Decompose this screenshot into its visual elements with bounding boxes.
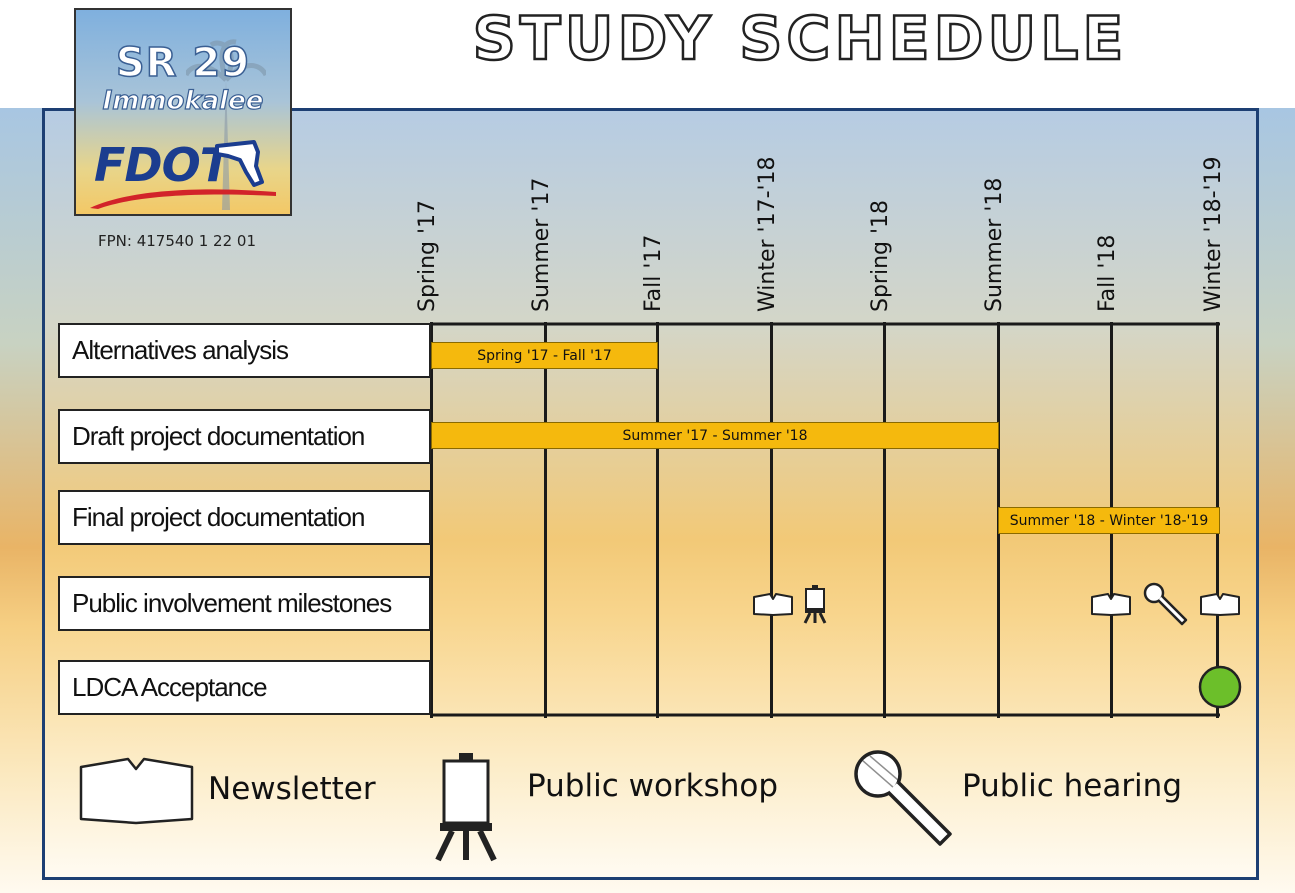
period-label: Summer '18 (982, 177, 1007, 312)
fpn-number: FPN: 417540 1 22 01 (98, 232, 256, 250)
timeline-bottom-rule (430, 713, 1220, 717)
bar-draft-documentation: Summer '17 - Summer '18 (431, 422, 999, 449)
period-gridline (656, 322, 659, 718)
row-label-public-involvement: Public involvement milestones (58, 576, 431, 631)
period-gridline (430, 322, 433, 718)
period-label: Fall '18 (1095, 234, 1120, 312)
row-label-final-documentation: Final project documentation (58, 490, 431, 545)
row-label-draft-documentation: Draft project documentation (58, 409, 431, 464)
timeline-top-rule (430, 322, 1220, 326)
period-gridline (544, 322, 547, 718)
bar-alternatives-analysis: Spring '17 - Fall '17 (431, 342, 658, 369)
sr29-fdot-logo: SR 29 Immokalee FDOT (74, 8, 292, 216)
legend-workshop-label: Public workshop (527, 768, 779, 804)
bar-final-documentation: Summer '18 - Winter '18-'19 (998, 507, 1220, 534)
ldca-acceptance-marker (1198, 665, 1242, 709)
period-label: Winter '17-'18 (755, 156, 780, 312)
period-gridline (770, 322, 773, 718)
logo-agency: FDOT (94, 138, 231, 192)
logo-city: Immokalee (102, 85, 264, 116)
microphone-icon (1143, 582, 1188, 626)
logo-route: SR 29 (115, 39, 251, 87)
row-label-alternatives-analysis: Alternatives analysis (58, 323, 431, 378)
legend-easel-icon (435, 753, 497, 862)
row-label-ldca-acceptance: LDCA Acceptance (58, 660, 431, 715)
newsletter-icon (753, 593, 793, 616)
easel-icon (803, 585, 827, 624)
legend-newsletter-label: Newsletter (208, 771, 376, 807)
newsletter-icon (1200, 593, 1240, 616)
period-label: Spring '18 (868, 199, 893, 312)
period-label: Spring '17 (415, 199, 440, 312)
florida-map-icon (215, 140, 264, 187)
road-swoosh-icon (90, 189, 276, 209)
period-label: Summer '17 (529, 177, 554, 312)
legend-microphone-icon (854, 750, 952, 846)
newsletter-icon (1091, 593, 1131, 616)
legend-newsletter-icon (79, 757, 194, 825)
legend-hearing-label: Public hearing (962, 768, 1182, 804)
period-gridline (883, 322, 886, 718)
period-label: Fall '17 (641, 234, 666, 312)
period-label: Winter '18-'19 (1201, 156, 1226, 312)
page-title: STUDY SCHEDULE (471, 3, 1128, 76)
